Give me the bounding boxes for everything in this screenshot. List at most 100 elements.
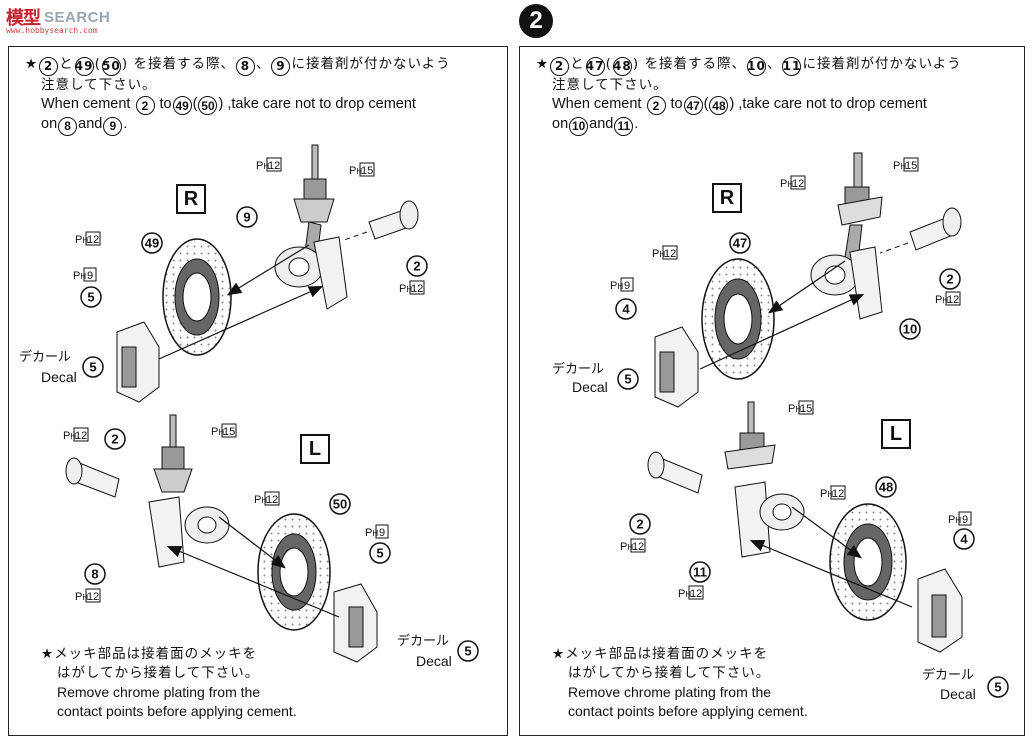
svg-text:5: 5 [89,360,96,375]
side-R-badge-right: R [712,183,742,213]
brake-caliper-4-upper [654,326,699,408]
knuckle-part-9 [274,236,348,310]
label-part-48: 48 [875,476,897,498]
watermark-text: SEARCH [44,8,111,26]
side-R-badge: R [176,184,206,214]
label-part-4-lower: 4 [953,528,975,550]
svg-text:12: 12 [632,541,644,553]
svg-text:5: 5 [624,372,631,387]
svg-text:PH: PH [610,280,623,292]
svg-text:12: 12 [87,234,99,246]
svg-text:PH: PH [211,426,224,438]
brake-caliper-4-lower [917,568,963,653]
brake-caliper-5-lower [333,583,378,663]
axle-pin-part-2-right [909,207,962,251]
svg-text:デカール: デカール [552,361,604,377]
svg-text:デカール: デカール [19,349,71,365]
knuckle-part-10 [810,246,883,320]
svg-text:9: 9 [243,210,250,225]
svg-text:12: 12 [690,588,702,600]
knuckle-part-8 [148,496,230,568]
label-part-5-lower: 5 [369,542,391,564]
svg-text:12: 12 [268,160,280,172]
svg-text:12: 12 [75,430,87,442]
svg-text:PH: PH [652,248,665,260]
label-part-4-upper: 4 [615,298,637,320]
svg-text:5: 5 [87,290,94,305]
label-part-10: 10 [899,318,921,340]
brake-disc-49 [162,238,232,356]
label-part-2-right-upper: 2 [939,268,961,290]
strut-lower-part-right [724,401,776,470]
brake-caliper-5-upper [116,321,160,403]
svg-text:12: 12 [266,494,278,506]
svg-text:2: 2 [636,517,643,532]
svg-text:PH: PH [73,270,86,282]
svg-text:PH: PH [948,514,961,526]
svg-text:10: 10 [903,322,917,337]
label-part-47: 47 [729,232,751,254]
svg-text:12: 12 [664,248,676,260]
svg-text:9: 9 [87,270,93,282]
brake-disc-48 [829,503,907,621]
svg-text:8: 8 [91,567,98,582]
label-decal-upper: デカール Decal 5 [19,349,104,385]
svg-text:PH: PH [893,160,906,172]
svg-text:12: 12 [411,283,423,295]
svg-text:5: 5 [464,644,471,659]
label-part-2-lower: 2 [104,428,126,450]
svg-text:11: 11 [693,565,707,580]
strut-lower-part [153,414,193,493]
svg-text:Decal: Decal [416,653,452,669]
svg-text:Decal: Decal [572,379,608,395]
label-part-5-upper: 5 [80,286,102,308]
label-part-49: 49 [141,232,163,254]
brake-disc-47 [701,258,775,380]
label-decal-lower: デカール Decal 5 [397,633,479,669]
svg-text:9: 9 [962,514,968,526]
svg-text:PH: PH [256,160,269,172]
svg-text:9: 9 [379,527,385,539]
svg-text:PH: PH [780,178,793,190]
svg-text:4: 4 [960,532,968,547]
svg-text:L: L [309,438,321,460]
svg-text:デカール: デカール [397,633,449,649]
brake-disc-50 [257,513,331,631]
svg-text:9: 9 [624,280,630,292]
svg-text:49: 49 [145,236,159,251]
svg-text:PH: PH [678,588,691,600]
svg-text:Decal: Decal [41,369,77,385]
svg-text:PH: PH [75,234,88,246]
svg-text:48: 48 [879,480,893,495]
svg-text:PH: PH [399,283,412,295]
svg-text:R: R [184,188,199,210]
side-L-badge: L [300,434,330,464]
svg-text:5: 5 [376,546,383,561]
svg-text:PH: PH [820,488,833,500]
label-decal-right-upper: デカール Decal 5 [552,361,639,395]
step-number-badge: 2 [519,4,553,38]
svg-text:12: 12 [947,294,959,306]
svg-text:デカール: デカール [922,667,974,683]
svg-text:PH: PH [365,527,378,539]
svg-text:PH: PH [788,403,801,415]
knuckle-part-11 [734,481,805,558]
left-chrome-note: ★メッキ部品は接着面のメッキを はがしてから接着して下さい。 Remove ch… [41,646,297,719]
left-assembly-diagram: R [19,144,479,669]
svg-text:PH: PH [63,430,76,442]
svg-text:Decal: Decal [940,686,976,702]
